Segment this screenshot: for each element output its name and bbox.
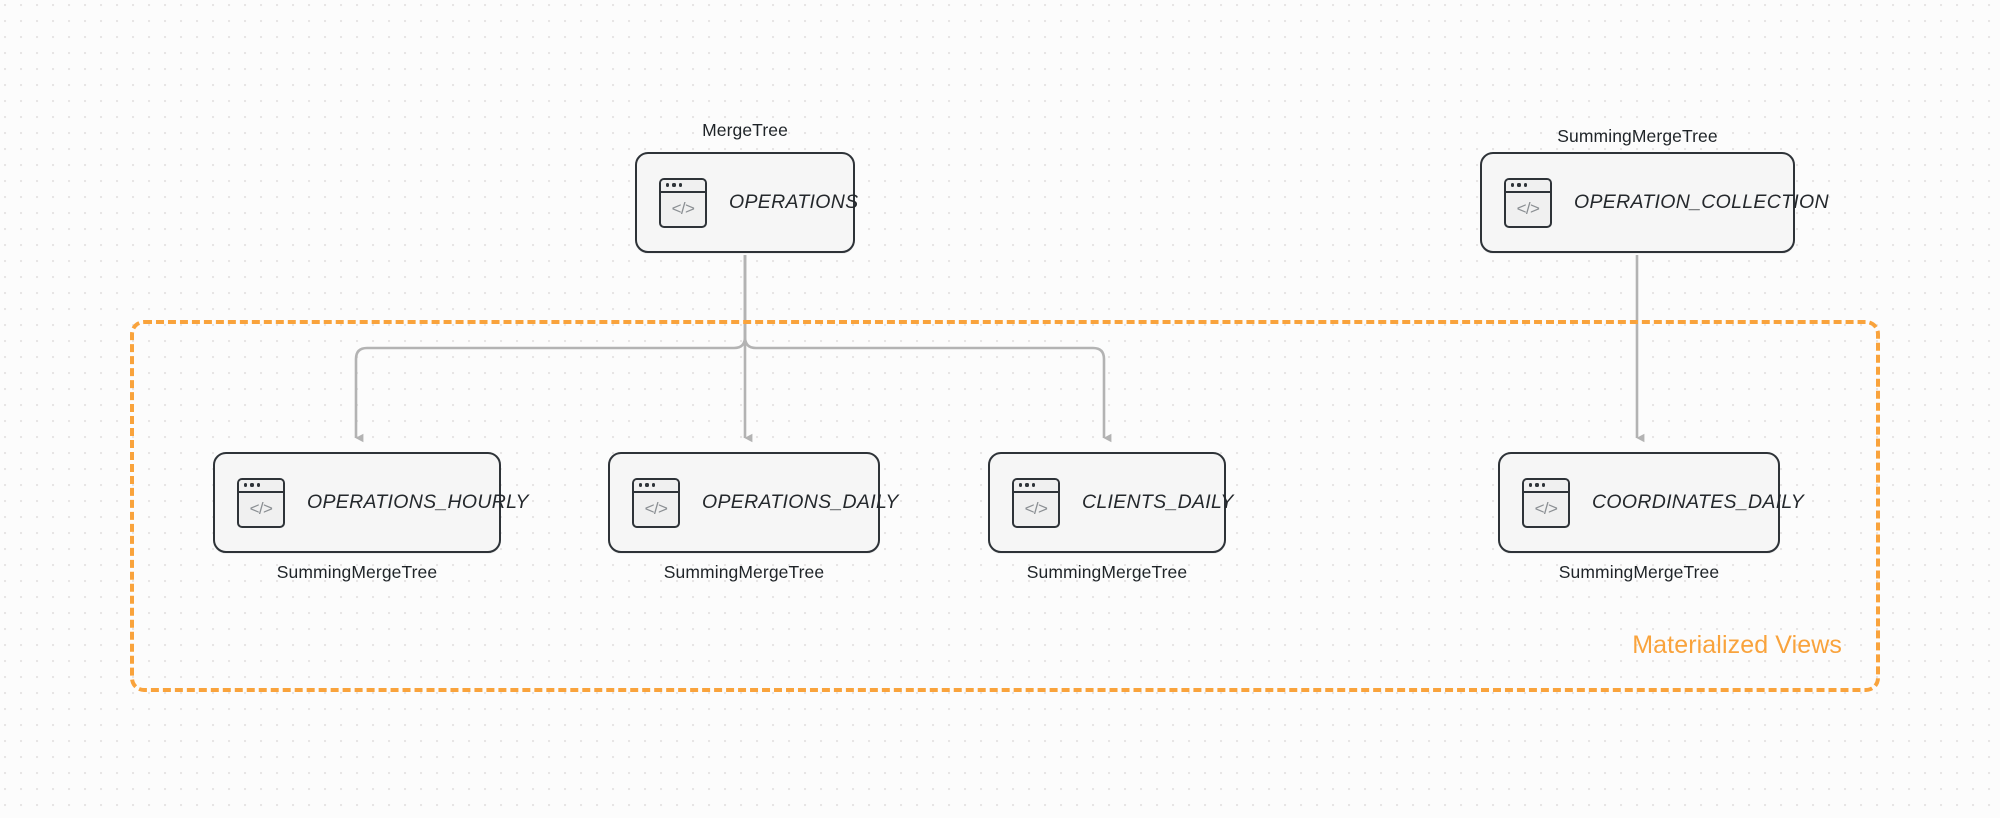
engine-label-operation-collection: SummingMergeTree bbox=[1557, 126, 1718, 146]
window-dot-icon bbox=[651, 483, 655, 487]
window-dot-icon bbox=[678, 183, 682, 187]
code-window-icon: </> bbox=[1504, 177, 1552, 228]
code-window-icon: </> bbox=[632, 477, 680, 528]
window-dot-icon bbox=[1541, 483, 1545, 487]
node-coordinates-daily[interactable]: </> COORDINATES_DAILY bbox=[1498, 452, 1804, 553]
window-dot-icon bbox=[672, 183, 676, 187]
window-dot-icon bbox=[1511, 183, 1515, 187]
window-dot-icon bbox=[256, 483, 260, 487]
code-window-icon: </> bbox=[1522, 477, 1570, 528]
engine-label-operations-daily: SummingMergeTree bbox=[663, 562, 825, 582]
node-operation-collection[interactable]: </> OPERATION_COLLECTION bbox=[1480, 152, 1829, 253]
code-window-icon: </> bbox=[1012, 477, 1060, 528]
window-dot-icon bbox=[250, 483, 254, 487]
window-dot-icon bbox=[1031, 483, 1035, 487]
node-label: OPERATIONS_HOURLY bbox=[307, 491, 529, 513]
window-dot-icon bbox=[1523, 183, 1527, 187]
node-operations[interactable]: </> OPERATIONS bbox=[635, 152, 859, 253]
engine-label-clients-daily: SummingMergeTree bbox=[1026, 562, 1188, 582]
code-glyph: </> bbox=[671, 199, 695, 218]
materialized-views-caption: Materialized Views bbox=[1632, 631, 1842, 659]
node-label: COORDINATES_DAILY bbox=[1592, 491, 1805, 513]
code-glyph: </> bbox=[644, 499, 668, 518]
engine-label-coordinates-daily: SummingMergeTree bbox=[1558, 562, 1720, 582]
code-glyph: </> bbox=[1516, 199, 1540, 218]
engine-label-operations: MergeTree bbox=[702, 120, 788, 140]
window-dot-icon bbox=[1019, 483, 1023, 487]
window-dot-icon bbox=[639, 483, 643, 487]
code-window-icon: </> bbox=[237, 477, 285, 528]
code-glyph: </> bbox=[249, 499, 273, 518]
node-clients-daily[interactable]: </> CLIENTS_DAILY bbox=[988, 452, 1233, 553]
window-dot-icon bbox=[645, 483, 649, 487]
node-label: CLIENTS_DAILY bbox=[1082, 491, 1234, 513]
node-operations-daily[interactable]: </> OPERATIONS_DAILY bbox=[608, 452, 898, 553]
node-label: OPERATION_COLLECTION bbox=[1574, 191, 1829, 213]
node-label: OPERATIONS bbox=[729, 191, 859, 213]
window-dot-icon bbox=[1517, 183, 1521, 187]
window-dot-icon bbox=[666, 183, 670, 187]
node-label: OPERATIONS_DAILY bbox=[702, 491, 899, 513]
code-window-icon: </> bbox=[659, 177, 707, 228]
materialized-views-group: Materialized Views bbox=[130, 320, 1880, 692]
window-dot-icon bbox=[1529, 483, 1533, 487]
engine-label-operations-hourly: SummingMergeTree bbox=[276, 562, 438, 582]
window-dot-icon bbox=[244, 483, 248, 487]
node-operations-hourly[interactable]: </> OPERATIONS_HOURLY bbox=[213, 452, 529, 553]
window-dot-icon bbox=[1025, 483, 1029, 487]
window-dot-icon bbox=[1535, 483, 1539, 487]
code-glyph: </> bbox=[1024, 499, 1048, 518]
code-glyph: </> bbox=[1534, 499, 1558, 518]
